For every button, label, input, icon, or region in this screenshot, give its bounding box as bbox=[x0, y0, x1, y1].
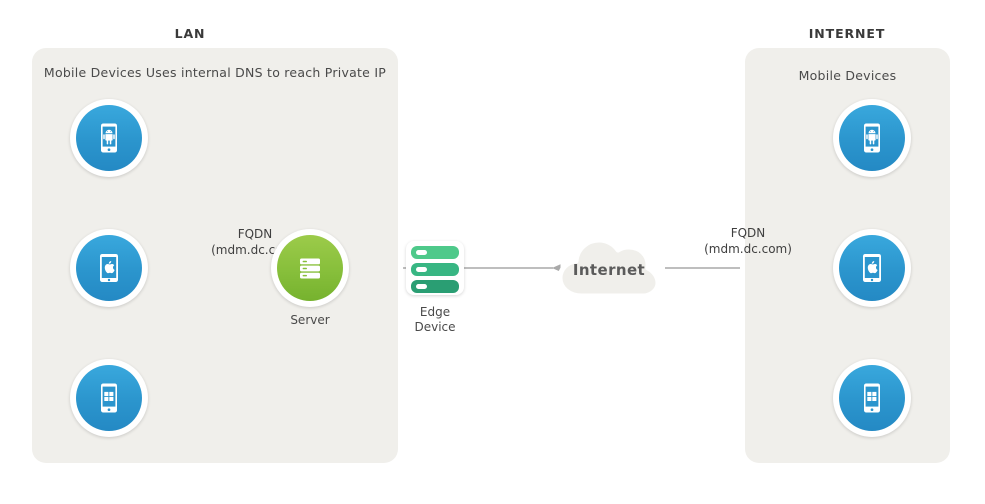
server-label: Server bbox=[290, 313, 330, 327]
cloud-icon bbox=[557, 237, 661, 299]
edge-device-label: Edge Device bbox=[414, 305, 456, 334]
internet-cloud: Internet bbox=[549, 226, 669, 310]
internet-zone-title: INTERNET bbox=[808, 26, 886, 41]
apple-tablet-icon bbox=[76, 235, 142, 301]
edge-device-icon[interactable] bbox=[406, 241, 464, 295]
apple-tablet-icon bbox=[839, 235, 905, 301]
internet-device-android[interactable] bbox=[833, 99, 911, 177]
edge-device-bar-2 bbox=[411, 263, 459, 276]
lan-device-windows[interactable] bbox=[70, 359, 148, 437]
windows-phone-icon bbox=[839, 365, 905, 431]
internet-device-apple-tablet[interactable] bbox=[833, 229, 911, 307]
lan-device-android[interactable] bbox=[70, 99, 148, 177]
windows-phone-icon bbox=[76, 365, 142, 431]
server-icon bbox=[277, 235, 343, 301]
lan-device-apple-tablet[interactable] bbox=[70, 229, 148, 307]
internet-cloud-label: Internet bbox=[572, 261, 646, 279]
lan-zone-caption: Mobile Devices Uses internal DNS to reac… bbox=[43, 65, 387, 80]
android-phone-icon bbox=[839, 105, 905, 171]
edge-device-bar-1 bbox=[411, 246, 459, 259]
internet-fqdn-label: FQDN (mdm.dc.com) bbox=[704, 226, 792, 256]
internet-device-windows[interactable] bbox=[833, 359, 911, 437]
internet-zone-caption: Mobile Devices bbox=[798, 68, 897, 83]
lan-zone-title: LAN bbox=[174, 26, 206, 41]
edge-device-bar-3 bbox=[411, 280, 459, 293]
server-node[interactable] bbox=[271, 229, 349, 307]
android-phone-icon bbox=[76, 105, 142, 171]
